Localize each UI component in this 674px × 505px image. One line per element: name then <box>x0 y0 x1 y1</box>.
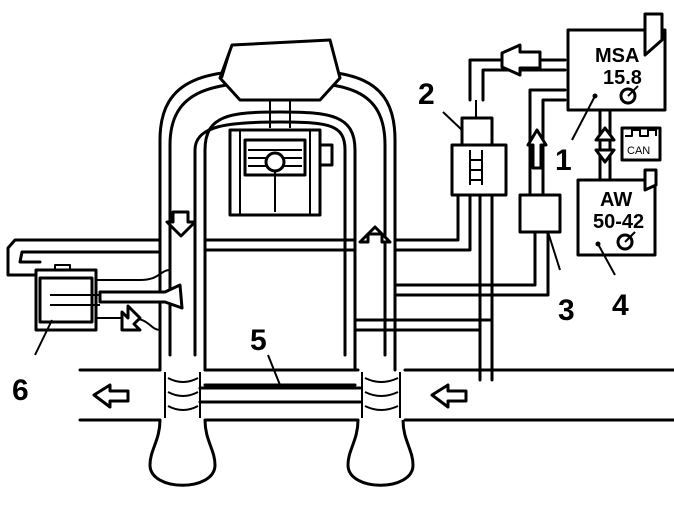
signal-line-to-valve <box>500 43 542 77</box>
label-2: 2 <box>418 78 435 111</box>
left-arrow-icon <box>92 383 130 409</box>
intake-plenum <box>218 38 342 102</box>
label-6: 6 <box>12 374 29 407</box>
vacuum-hose-left <box>6 238 162 277</box>
hoses-right <box>353 173 550 382</box>
aw-unit: AW 50-42 <box>576 168 658 257</box>
label-3: 3 <box>558 294 575 327</box>
left-catalyst <box>148 372 217 487</box>
manifold-loop <box>158 68 397 372</box>
up-arrow-icon <box>358 225 392 244</box>
left-arrow-icon-2 <box>430 383 468 409</box>
right-catalyst <box>346 372 415 487</box>
label-1: 1 <box>555 144 572 177</box>
label-5: 5 <box>250 324 267 357</box>
diagonal-arrow-icon <box>120 304 142 332</box>
exhaust-pipe <box>78 368 674 422</box>
label-4: 4 <box>612 289 629 322</box>
msa-label-line2: 15.8 <box>603 67 642 89</box>
leader-lines <box>34 95 616 386</box>
can-link: CAN <box>594 108 662 182</box>
flow-arrows <box>92 210 468 409</box>
msa-unit: MSA 15.8 <box>566 12 667 112</box>
msa-label-line1: MSA <box>595 45 639 67</box>
component-3 <box>518 88 567 234</box>
valve-6 <box>34 264 184 332</box>
inner-pipes <box>203 238 357 387</box>
aw-label-line2: 50-42 <box>593 211 644 233</box>
valve-2 <box>450 58 567 197</box>
down-arrow-icon <box>165 210 197 238</box>
aw-label-line1: AW <box>600 189 632 211</box>
cylinder <box>228 100 334 217</box>
can-label: CAN <box>627 145 650 157</box>
